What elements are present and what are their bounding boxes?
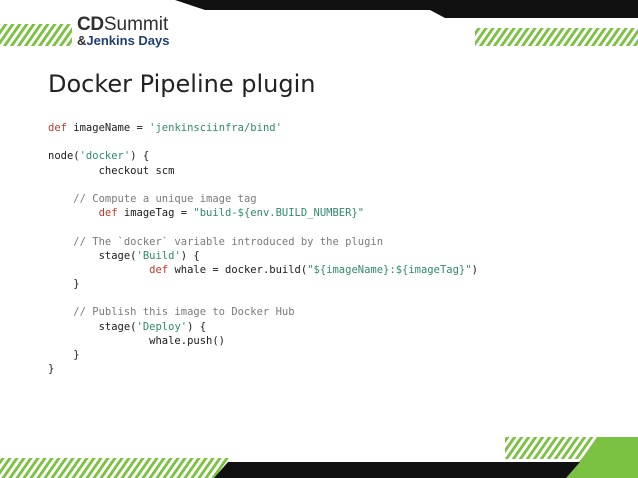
code-text: checkout scm bbox=[48, 164, 175, 177]
bottom-black-band bbox=[214, 462, 580, 478]
code-text: ) { bbox=[187, 320, 207, 333]
code-text: } bbox=[48, 363, 55, 376]
code-text: } bbox=[48, 349, 80, 361]
code-line: def imageName = 'jenkinsciinfra/bind' bbox=[48, 121, 478, 135]
code-line bbox=[48, 135, 478, 149]
code-keyword: def bbox=[48, 122, 67, 134]
code-line: // Publish this image to Docker Hub bbox=[48, 305, 478, 319]
code-line bbox=[48, 291, 478, 305]
code-line: } bbox=[48, 362, 478, 376]
code-text: stage( bbox=[48, 320, 137, 333]
logo-ampersand: & bbox=[77, 33, 87, 48]
code-line: def whale = docker.build("${imageName}:$… bbox=[48, 263, 478, 277]
code-comment: // Compute a unique image tag bbox=[48, 192, 257, 205]
logo-cd: CD bbox=[77, 14, 104, 35]
code-string: "${imageName}:${imageTag}" bbox=[307, 263, 472, 276]
code-line: // The `docker` variable introduced by t… bbox=[48, 235, 478, 249]
logo-jenkins-days: Jenkins Days bbox=[86, 33, 170, 48]
bottom-right-green bbox=[565, 437, 638, 478]
code-line: node('docker') { bbox=[48, 149, 478, 163]
code-block: def imageName = 'jenkinsciinfra/bind' no… bbox=[48, 121, 478, 376]
code-text: whale = docker.build( bbox=[168, 263, 308, 276]
code-text bbox=[48, 207, 99, 219]
code-text: stage( bbox=[48, 249, 137, 262]
code-line: } bbox=[48, 348, 478, 362]
logo-summit: Summit bbox=[103, 14, 169, 35]
code-line: whale.push() bbox=[48, 334, 478, 348]
code-text bbox=[48, 264, 149, 276]
code-line: } bbox=[48, 277, 478, 291]
top-black-band bbox=[175, 0, 638, 10]
bottom-left-stripes bbox=[0, 458, 230, 478]
code-text: ) { bbox=[180, 249, 200, 262]
code-text: imageName = bbox=[66, 122, 150, 134]
code-string: 'Build' bbox=[136, 249, 181, 262]
slide-title: Docker Pipeline plugin bbox=[48, 70, 316, 98]
cdsummit-logo: CDSummit &Jenkins Days bbox=[77, 14, 170, 48]
code-text: node( bbox=[48, 150, 80, 163]
bottom-right-stripes bbox=[505, 437, 600, 459]
code-line: stage('Deploy') { bbox=[48, 320, 478, 334]
top-black-band-right bbox=[430, 10, 638, 18]
code-line: stage('Build') { bbox=[48, 249, 478, 263]
top-right-stripes bbox=[475, 28, 638, 46]
code-keyword: def bbox=[98, 207, 118, 220]
code-comment: // The `docker` variable introduced by t… bbox=[48, 235, 384, 248]
code-line bbox=[48, 220, 478, 234]
code-string: "build-${env.BUILD_NUMBER}" bbox=[193, 207, 365, 220]
code-text: ) bbox=[471, 263, 478, 276]
code-string: 'docker' bbox=[79, 150, 131, 163]
code-text: } bbox=[48, 278, 80, 291]
code-text: imageTag = bbox=[117, 207, 194, 220]
code-comment: // Publish this image to Docker Hub bbox=[48, 306, 295, 319]
code-line bbox=[48, 178, 478, 192]
code-keyword: def bbox=[149, 263, 169, 276]
code-text: ) { bbox=[130, 150, 150, 163]
code-line: def imageTag = "build-${env.BUILD_NUMBER… bbox=[48, 206, 478, 220]
code-text: whale.push() bbox=[48, 334, 226, 347]
code-string: 'jenkinsciinfra/bind' bbox=[149, 122, 282, 134]
code-line: checkout scm bbox=[48, 164, 478, 178]
code-line: // Compute a unique image tag bbox=[48, 192, 478, 206]
top-left-stripes bbox=[0, 24, 72, 46]
code-string: 'Deploy' bbox=[136, 320, 188, 333]
